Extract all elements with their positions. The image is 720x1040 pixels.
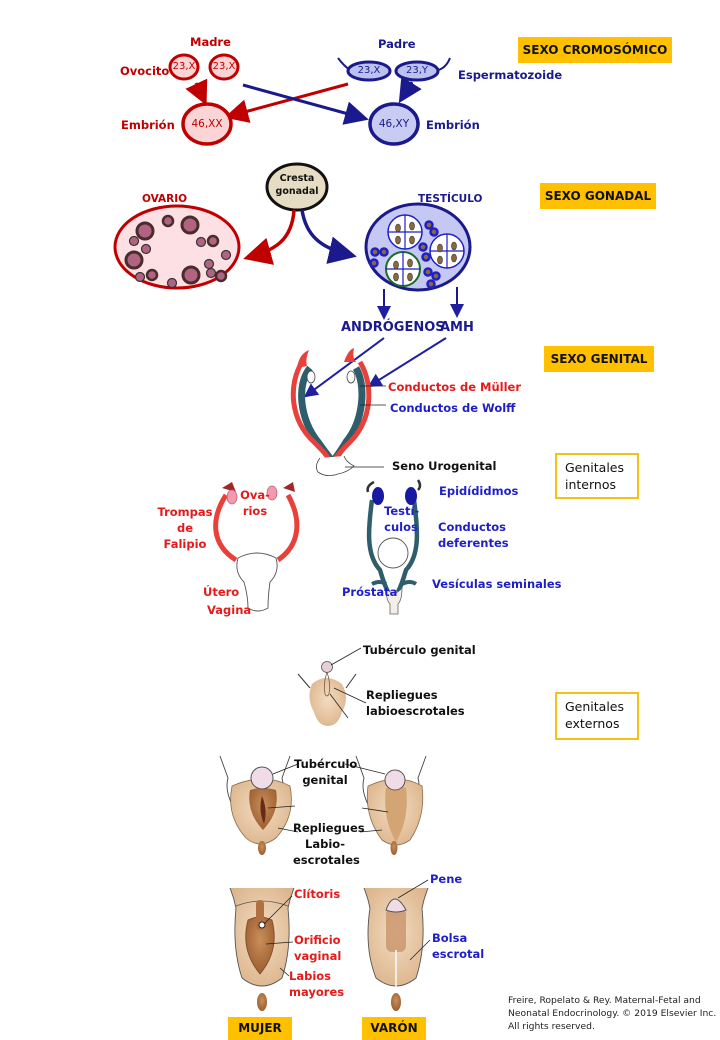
labia-majora-label: Labios mayores (289, 969, 345, 999)
arrow-ridge-testis (300, 209, 357, 264)
mother-oocyte-cells (168, 53, 240, 81)
external-genitals-box: Genitales externos (555, 692, 639, 740)
embryo-xy-karyotype: 46,XY (378, 118, 410, 130)
ovary-illustration (113, 204, 241, 290)
mother-label: Madre (190, 35, 231, 49)
father-sperm-cells (337, 57, 451, 82)
mother-cell-2-karyotype: 23,X (212, 61, 236, 72)
ovary-label: OVARIO (142, 193, 188, 205)
external-mid-female-illustration (219, 755, 299, 855)
indifferent-tubercle-label: Tubérculo genital (363, 643, 476, 657)
prostate-label: Próstata (342, 585, 398, 599)
section-tag-gonadal: SEXO GONADAL (540, 183, 656, 209)
oocyte-label: Ovocito (120, 64, 170, 78)
scrotum-label: Bolsa escrotal (432, 931, 485, 961)
fallopian-tubes-label: Trompas de Falipio (157, 505, 213, 551)
penis-label: Pene (430, 872, 463, 886)
uterus-label: Útero (203, 585, 240, 599)
gonadal-ridge-label: Cresta gonadal (275, 173, 319, 197)
mid-tubercle-label: Tubérculo genital (294, 757, 358, 787)
source-credit: Freire, Ropelato & Rey. Maternal-Fetal a… (508, 995, 717, 1032)
embryo-xx-karyotype: 46,XX (191, 118, 223, 130)
father-cell-1-karyotype: 23,X (357, 65, 381, 76)
gonadal-ridge-node (265, 162, 329, 212)
external-mid-male-illustration (344, 755, 427, 855)
vagina-label: Vagina (207, 603, 252, 617)
arrow-oocyte-embryo (185, 78, 208, 106)
embryo-xy-cell (368, 102, 420, 146)
external-female-illustration (229, 887, 295, 1011)
male-tag: VARÓN (362, 1017, 426, 1040)
indifferent-ducts-illustration (290, 348, 386, 476)
female-tag: MUJER (228, 1017, 292, 1040)
wolff-ducts-label: Conductos de Wolff (390, 401, 516, 415)
sperm-label: Espermatozoide (458, 68, 563, 82)
amh-label: AMH (440, 320, 474, 335)
external-male-illustration (363, 879, 431, 1011)
androgens-label: ANDRÓGENOS (341, 320, 445, 335)
internal-genitals-box: Genitales internos (555, 453, 639, 499)
arrow-sperm-y-embryo (398, 76, 422, 104)
embryo-xx-cell (181, 102, 233, 146)
ovaries-label: Ova- rios (240, 488, 270, 518)
section-tag-genital: SEXO GENITAL (544, 346, 654, 372)
arrow-sperm-x-embryo (224, 82, 349, 123)
testes-label: Testí- culos (384, 504, 420, 534)
external-indifferent-illustration (297, 647, 367, 726)
mid-folds-label: Repliegues Labio- escrotales (293, 821, 365, 867)
internal-male-illustration (366, 479, 422, 615)
muller-ducts-label: Conductos de Müller (388, 380, 522, 394)
seminal-vesicles-label: Vesículas seminales (432, 577, 562, 591)
embryo-female-label: Embrión (121, 118, 175, 132)
arrow-androgens-wolff (303, 337, 385, 398)
father-label: Padre (378, 37, 416, 51)
arrow-ridge-ovary (243, 209, 296, 265)
testis-label: TESTÍCULO (418, 193, 483, 205)
clitoris-label: Clítoris (294, 887, 341, 901)
testis-illustration (364, 202, 472, 292)
vaginal-orifice-label: Orificio vaginal (294, 933, 342, 963)
epididymis-label: Epidídidmos (439, 484, 519, 498)
internal-female-illustration (213, 482, 300, 612)
father-cell-2-karyotype: 23,Y (405, 65, 428, 76)
arrow-amh-muller (367, 337, 447, 388)
embryo-male-label: Embrión (426, 118, 480, 132)
mother-cell-1-karyotype: 23,X (172, 61, 196, 72)
urogenital-sinus-label: Seno Urogenital (392, 459, 497, 473)
indifferent-folds-label: Repliegues labioescrotales (366, 688, 465, 718)
arrow-oocyte-male-embryo (242, 83, 369, 125)
vas-deferens-label: Conductos deferentes (438, 520, 509, 550)
section-tag-chromosomal: SEXO CROMOSÓMICO (518, 37, 672, 63)
